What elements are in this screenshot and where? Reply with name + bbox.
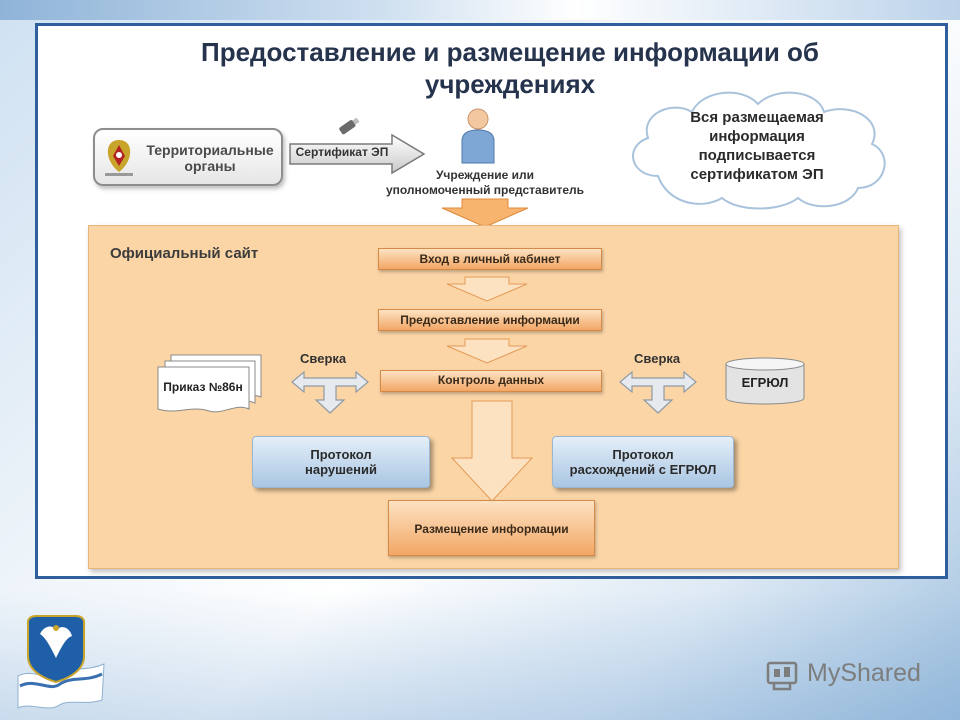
sverka-right-label: Сверка: [634, 351, 681, 366]
top-gradient-bar: [0, 0, 960, 20]
down-arrow-entry: [441, 198, 529, 228]
sverka-right-arrow: [619, 370, 697, 414]
violations-protocol-box: Протокол нарушений: [252, 436, 430, 488]
egrul-label: ЕГРЮЛ: [741, 375, 789, 390]
step-data-control: Контроль данных: [380, 370, 602, 392]
sverka-left-label: Сверка: [300, 351, 347, 366]
down-arrow-2: [446, 338, 528, 364]
usb-token-icon: [339, 117, 360, 135]
order-86n-label: Приказ №86н: [163, 380, 243, 394]
step-provide-info: Предоставление информации: [378, 309, 602, 331]
certificate-arrow: [289, 133, 426, 175]
document-stack-icon: [157, 354, 262, 413]
person-caption: Учреждение или уполномоченный представит…: [385, 168, 585, 197]
cloud-text: Вся размещаемая информация подписывается…: [690, 109, 824, 183]
title-line-1: Предоставление и размещение информации о…: [201, 37, 819, 67]
coat-of-arms-logo: [17, 615, 105, 709]
emblem-icon: [105, 140, 133, 176]
slide-title: Предоставление и размещение информации о…: [100, 36, 920, 100]
person-icon: [461, 108, 495, 164]
step-publish-info: Размещение информации: [388, 500, 595, 556]
bottom-background-band: [0, 590, 960, 720]
title-line-2: учреждениях: [424, 69, 596, 99]
certificate-label: Сертификат ЭП: [295, 145, 389, 159]
down-arrow-3: [450, 400, 534, 502]
cloud-callout: [632, 91, 886, 210]
territorial-organs-label: Территориальные органы: [146, 142, 274, 174]
myshared-watermark: MyShared: [807, 659, 921, 687]
down-arrow-1: [446, 276, 528, 302]
step-login: Вход в личный кабинет: [378, 248, 602, 270]
official-site-title: Официальный сайт: [110, 245, 259, 262]
myshared-logo-icon: [766, 661, 798, 691]
territorial-organs-box: Территориальные органы: [93, 128, 283, 186]
discrepancy-protocol-box: Протокол расхождений с ЕГРЮЛ: [552, 436, 734, 488]
sverka-left-arrow: [291, 370, 369, 414]
database-icon: [725, 357, 805, 405]
